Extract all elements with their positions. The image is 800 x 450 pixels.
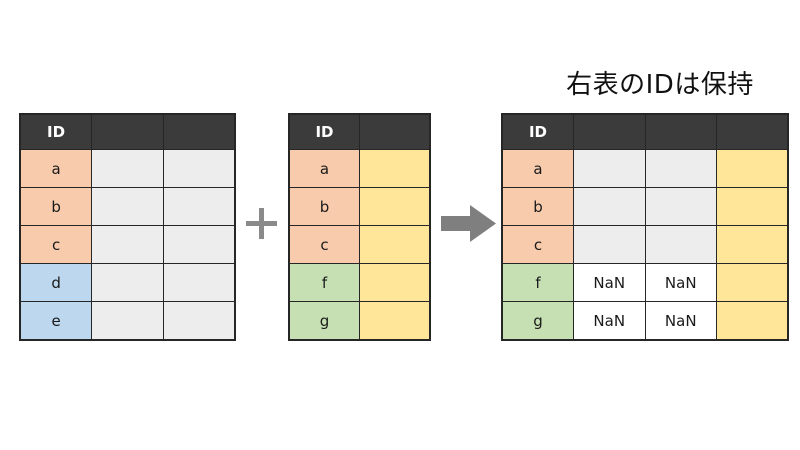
header-row: ID: [19, 113, 236, 150]
header-cell: [162, 113, 236, 150]
id-cell: c: [19, 225, 93, 264]
data-cell: [359, 263, 431, 302]
id-cell: f: [501, 263, 574, 302]
header-cell: [359, 113, 431, 150]
annotation-right-table-ids-kept: 右表のIDは保持: [566, 70, 754, 100]
data-cell: [716, 149, 789, 188]
id-cell: a: [19, 149, 93, 188]
data-cell: [162, 301, 236, 341]
table-row: c: [19, 225, 236, 264]
data-cell: [91, 149, 164, 188]
data-cell: NaN: [573, 263, 646, 302]
header-cell: [91, 113, 164, 150]
plus-icon-vertical-bar: [259, 208, 264, 239]
table-row: g: [288, 301, 431, 341]
arrow-right-icon: [441, 205, 496, 242]
plus-icon: [246, 208, 277, 239]
data-cell: [716, 301, 789, 341]
data-cell: [162, 263, 236, 302]
header-cell-id: ID: [19, 113, 93, 150]
table-row: c: [288, 225, 431, 264]
id-cell: c: [501, 225, 574, 264]
header-cell-id: ID: [501, 113, 574, 150]
data-cell: [162, 149, 236, 188]
table-row: b: [19, 187, 236, 226]
id-cell: f: [288, 263, 360, 302]
id-cell: a: [501, 149, 574, 188]
data-cell: [162, 225, 236, 264]
data-cell: [716, 225, 789, 264]
data-cell: [359, 149, 431, 188]
data-cell: [573, 225, 646, 264]
data-cell: [573, 149, 646, 188]
data-cell: [644, 187, 717, 226]
data-cell: [91, 263, 164, 302]
header-cell: [716, 113, 789, 150]
table-row: a: [501, 149, 789, 188]
id-cell: g: [288, 301, 360, 341]
header-row: ID: [501, 113, 789, 150]
id-cell: b: [288, 187, 360, 226]
data-cell: [91, 225, 164, 264]
table-row: c: [501, 225, 789, 264]
data-cell: [162, 187, 236, 226]
id-cell: g: [501, 301, 574, 341]
data-cell: [716, 187, 789, 226]
data-cell: [716, 263, 789, 302]
id-cell: b: [19, 187, 93, 226]
header-row: ID: [288, 113, 431, 150]
header-cell-id: ID: [288, 113, 360, 150]
table-row: f: [288, 263, 431, 302]
data-cell: [359, 187, 431, 226]
data-cell: NaN: [573, 301, 646, 341]
table-row: b: [501, 187, 789, 226]
header-cell: [573, 113, 646, 150]
data-cell: NaN: [644, 301, 717, 341]
data-cell: [91, 187, 164, 226]
id-cell: e: [19, 301, 93, 341]
id-cell: a: [288, 149, 360, 188]
header-cell: [644, 113, 717, 150]
table-row: a: [288, 149, 431, 188]
table-row: a: [19, 149, 236, 188]
data-cell: [91, 301, 164, 341]
data-cell: [359, 301, 431, 341]
id-cell: d: [19, 263, 93, 302]
data-cell: [573, 187, 646, 226]
data-cell: [644, 225, 717, 264]
table-row: e: [19, 301, 236, 341]
id-cell: c: [288, 225, 360, 264]
id-cell: b: [501, 187, 574, 226]
table-row: b: [288, 187, 431, 226]
data-cell: [644, 149, 717, 188]
table-row: d: [19, 263, 236, 302]
data-cell: NaN: [644, 263, 717, 302]
data-cell: [359, 225, 431, 264]
